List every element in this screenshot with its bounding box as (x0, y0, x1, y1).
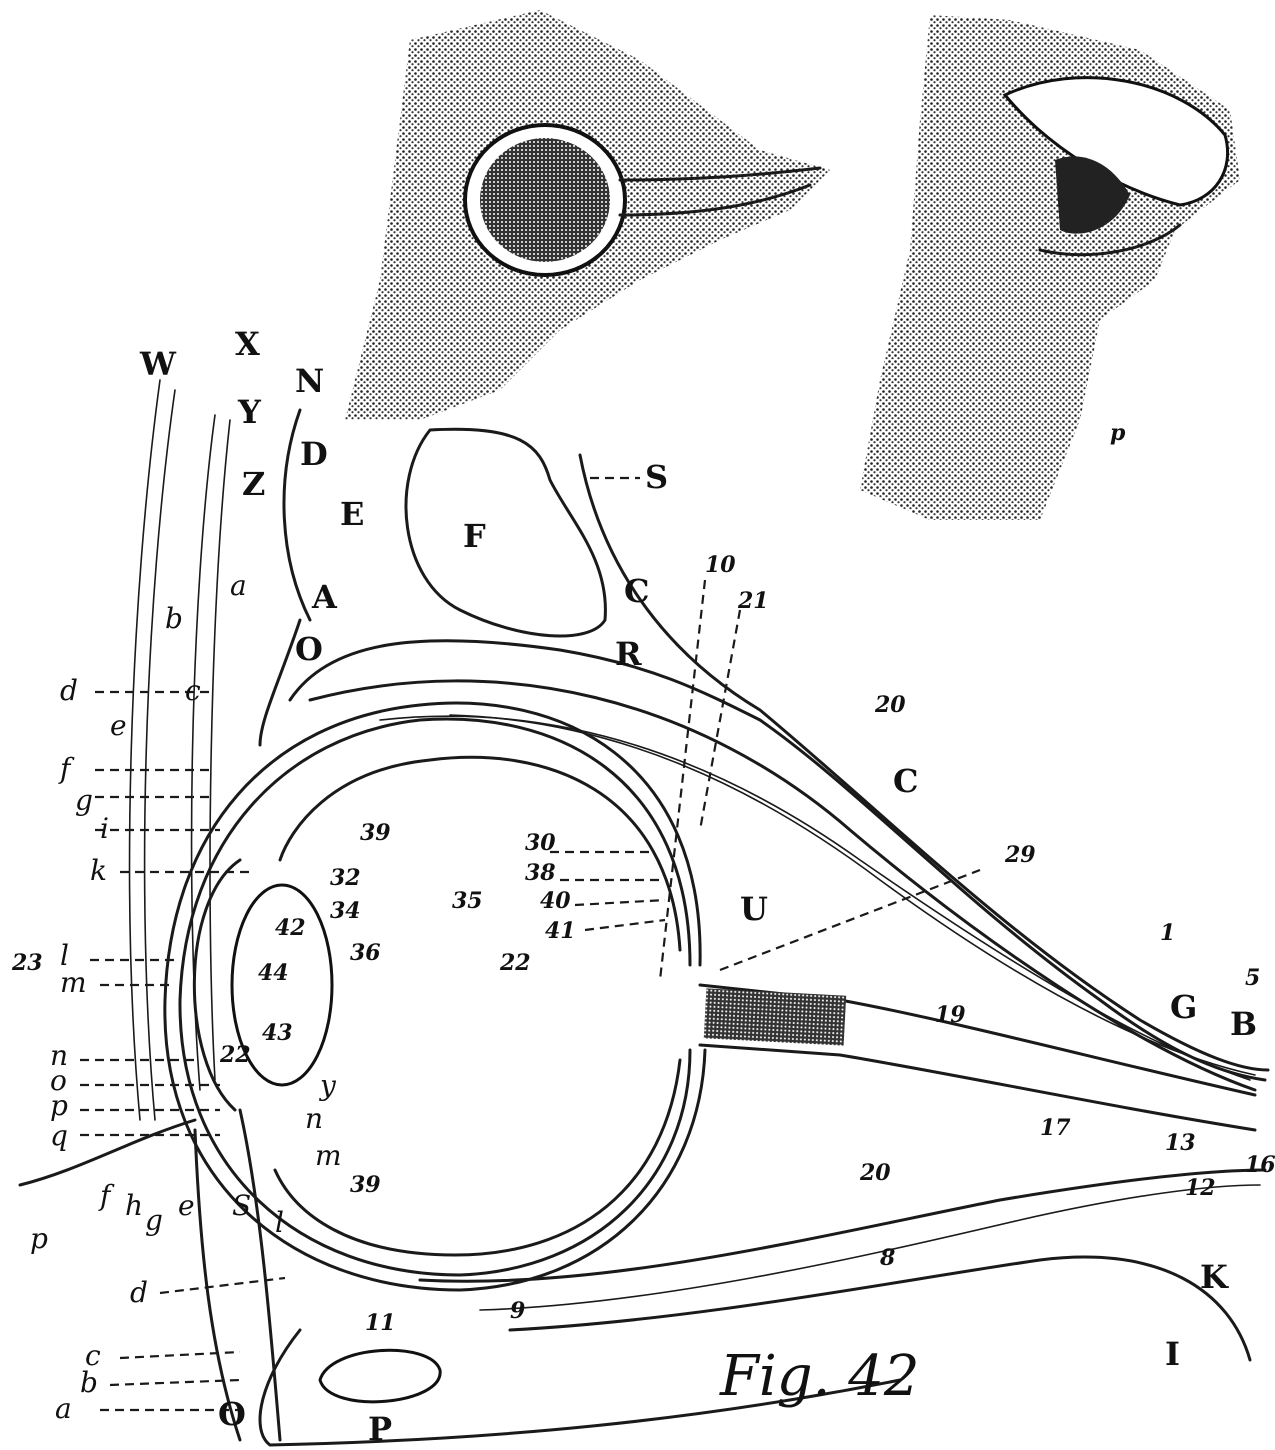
label-41: 41 (545, 918, 576, 944)
label-inner-g: g (145, 1204, 163, 1237)
label-17: 17 (1040, 1115, 1071, 1141)
label-B: B (1230, 1005, 1257, 1043)
label-p: p (50, 1089, 68, 1122)
label-39-upper: 39 (360, 820, 391, 846)
label-9: 9 (510, 1298, 525, 1324)
label-P: P (368, 1410, 392, 1448)
label-11: 11 (365, 1310, 396, 1336)
label-38: 38 (525, 860, 556, 886)
label-10: 10 (705, 552, 736, 578)
label-A: A (311, 578, 338, 616)
label-inner-b: b (165, 602, 183, 635)
label-19: 19 (935, 1002, 966, 1028)
label-inner-c: c (185, 674, 201, 707)
label-F: F (463, 517, 486, 555)
label-40: 40 (540, 888, 571, 914)
label-23: 23 (11, 950, 43, 976)
label-f: f (58, 752, 75, 785)
label-C-upper: C (624, 572, 649, 610)
label-44: 44 (258, 960, 289, 986)
label-d: d (60, 674, 78, 707)
label-39-lower: 39 (350, 1172, 381, 1198)
label-inner-S: S (232, 1189, 251, 1222)
label-inner-f: f (98, 1179, 115, 1212)
label-g: g (75, 784, 93, 817)
label-12: 12 (1185, 1175, 1216, 1201)
label-22: 22 (499, 950, 531, 976)
label-16: 16 (1245, 1152, 1275, 1178)
label-m: m (60, 966, 87, 999)
label-35: 35 (452, 888, 483, 914)
label-43: 43 (262, 1020, 293, 1046)
label-inner-h: h (125, 1189, 143, 1222)
label-N: N (295, 362, 324, 400)
label-5: 5 (1245, 965, 1260, 991)
label-S: S (645, 458, 668, 496)
label-1: 1 (1160, 920, 1175, 946)
label-20-upper: 20 (874, 692, 906, 718)
label-K: K (1200, 1258, 1229, 1296)
label-21: 21 (737, 588, 769, 614)
label-13: 13 (1165, 1130, 1196, 1156)
label-W: W (139, 345, 177, 383)
label-O-lower: O (218, 1395, 246, 1433)
label-inner-n: n (305, 1102, 323, 1135)
label-X: X (235, 325, 260, 363)
label-inner-m: m (315, 1139, 342, 1172)
label-I: I (1165, 1335, 1180, 1373)
label-8: 8 (879, 1245, 895, 1271)
label-i: i (100, 812, 109, 845)
figure-caption: Fig. 42 (719, 1344, 919, 1409)
label-inner-y: y (318, 1069, 337, 1102)
label-b: b (80, 1366, 98, 1399)
label-29: 29 (1004, 842, 1036, 868)
label-R: R (615, 635, 642, 673)
label-inner-e: e (178, 1189, 195, 1222)
label-q: q (50, 1119, 68, 1152)
label-22-inner: 22 (219, 1042, 251, 1068)
label-42: 42 (275, 915, 306, 941)
eyeball-diagram (20, 380, 1268, 1445)
label-G: G (1170, 988, 1197, 1026)
label-34: 34 (330, 898, 361, 924)
label-a: a (55, 1392, 72, 1425)
label-e: e (110, 709, 127, 742)
svg-text:p: p (1110, 420, 1126, 446)
label-k: k (90, 854, 107, 887)
eye-profile-inset: p (860, 15, 1240, 520)
label-Y: Y (237, 393, 262, 431)
label-30: 30 (525, 830, 556, 856)
label-D: D (300, 435, 328, 473)
label-O-upper: O (295, 630, 323, 668)
label-p-lower: p (30, 1222, 48, 1255)
label-20-lower: 20 (859, 1160, 891, 1186)
label-Z: Z (242, 465, 265, 503)
label-E: E (340, 495, 364, 533)
label-36: 36 (350, 940, 381, 966)
capital-labels: W X Y Z N D E A F S C R C O G B K I P O … (139, 325, 1257, 1448)
label-C-lower: C (893, 762, 918, 800)
label-d-lower: d (130, 1276, 148, 1309)
orbit-section-inset (345, 10, 830, 420)
label-inner-a: a (230, 569, 247, 602)
label-32: 32 (330, 865, 361, 891)
label-U: U (740, 890, 768, 928)
label-inner-l: l (275, 1206, 284, 1239)
